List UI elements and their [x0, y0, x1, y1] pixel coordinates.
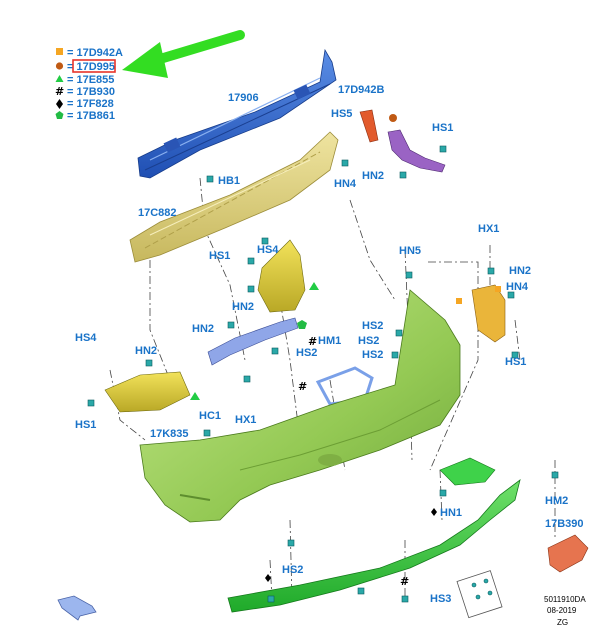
label-hs2-c: HS2	[362, 349, 383, 361]
lower-diffuser	[227, 457, 521, 613]
legend-diamond-icon	[56, 99, 63, 109]
bumper-cover	[139, 289, 461, 523]
label-hs2-bottom: HS2	[282, 564, 303, 576]
center-bracket	[207, 317, 299, 366]
label-hs2-a: HS2	[362, 320, 383, 332]
marker-diamond-1	[431, 508, 437, 516]
marker-hash-1: #	[308, 335, 317, 348]
view-direction-arrow-icon	[57, 595, 97, 621]
marker-hash-3: #	[400, 575, 409, 588]
label-hs4-left: HS4	[75, 332, 97, 344]
label-hn5: HN5	[399, 245, 421, 257]
label-hx1-left: HX1	[235, 414, 256, 426]
label-hx1-right: HX1	[478, 223, 499, 235]
footer-date: 08-2019	[547, 606, 577, 615]
footer-suffix: ZG	[557, 618, 568, 627]
label-hs1-top: HS1	[432, 122, 453, 134]
label-hs2-d: HS2	[296, 347, 317, 359]
label-absorber: 17C882	[138, 207, 177, 219]
push-pin-icon	[389, 114, 397, 122]
label-hn2-top: HN2	[362, 170, 384, 182]
label-hn2-mid: HN2	[232, 301, 254, 313]
label-hs1-right: HS1	[505, 356, 526, 368]
clip-square-icon	[456, 298, 462, 304]
label-hb1: HB1	[218, 175, 240, 187]
label-hc1: HC1	[199, 410, 221, 422]
label-hm1: HM1	[318, 335, 341, 347]
label-hm2: HM2	[545, 495, 568, 507]
side-mount-right	[471, 284, 506, 343]
fastener-kit	[456, 570, 503, 619]
label-hs3: HS3	[430, 593, 451, 605]
label-hs4-mid: HS4	[257, 244, 279, 256]
bracket-orange	[359, 109, 379, 143]
label-bumper-cover: 17K835	[150, 428, 189, 440]
label-bracket-right: 17D942B	[338, 84, 385, 96]
legend: = 17D942A = 17D995 = 17E855 # = 17B930 =…	[55, 47, 123, 122]
clip-pentagon-icon	[297, 320, 307, 329]
label-hs5: HS5	[331, 108, 352, 120]
legend-circle-icon	[55, 62, 64, 70]
license-bracket	[315, 366, 374, 406]
label-lower-plate: 17B390	[545, 518, 584, 530]
bracket-purple	[387, 129, 446, 173]
label-impact-beam: 17906	[228, 92, 259, 104]
clip-markers	[87, 145, 559, 603]
clip-triangle-icon-2	[190, 392, 200, 400]
legend-pentagon-icon	[55, 111, 64, 119]
legend-item-1: = 17D942A	[67, 47, 123, 59]
clip-square-icon-2	[495, 286, 501, 292]
side-bracket-upper	[257, 239, 306, 313]
legend-item-6: = 17B861	[67, 110, 115, 122]
label-hs1-left: HS1	[75, 419, 96, 431]
impact-beam	[137, 48, 337, 179]
label-hn2-lower-left: HN2	[135, 345, 157, 357]
clip-triangle-icon	[309, 282, 319, 290]
legend-item-4: = 17B930	[67, 86, 115, 98]
label-hs1-mid: HS1	[209, 250, 230, 262]
lower-plate	[547, 534, 589, 573]
label-hn1: HN1	[440, 507, 462, 519]
marker-hash-2: #	[298, 380, 307, 393]
label-hn4-top: HN4	[334, 178, 357, 190]
label-hn2-left: HN2	[192, 323, 214, 335]
footer-code: 5011910DA	[544, 595, 586, 604]
pointer-arrow-icon	[122, 30, 245, 78]
marker-diamond-2	[265, 574, 271, 582]
label-hs2-b: HS2	[358, 335, 379, 347]
label-hn4-right: HN4	[506, 281, 529, 293]
legend-hash-icon: #	[55, 85, 64, 98]
energy-absorber	[129, 131, 339, 263]
legend-item-2: = 17D995	[67, 61, 115, 73]
legend-highlight-box	[72, 59, 116, 73]
side-bracket-lower	[104, 371, 191, 413]
label-hn2-right: HN2	[509, 265, 531, 277]
legend-item-3: = 17E855	[67, 74, 114, 86]
legend-item-5: = 17F828	[67, 98, 114, 110]
legend-triangle-icon	[55, 75, 64, 82]
legend-square-icon	[56, 48, 63, 55]
